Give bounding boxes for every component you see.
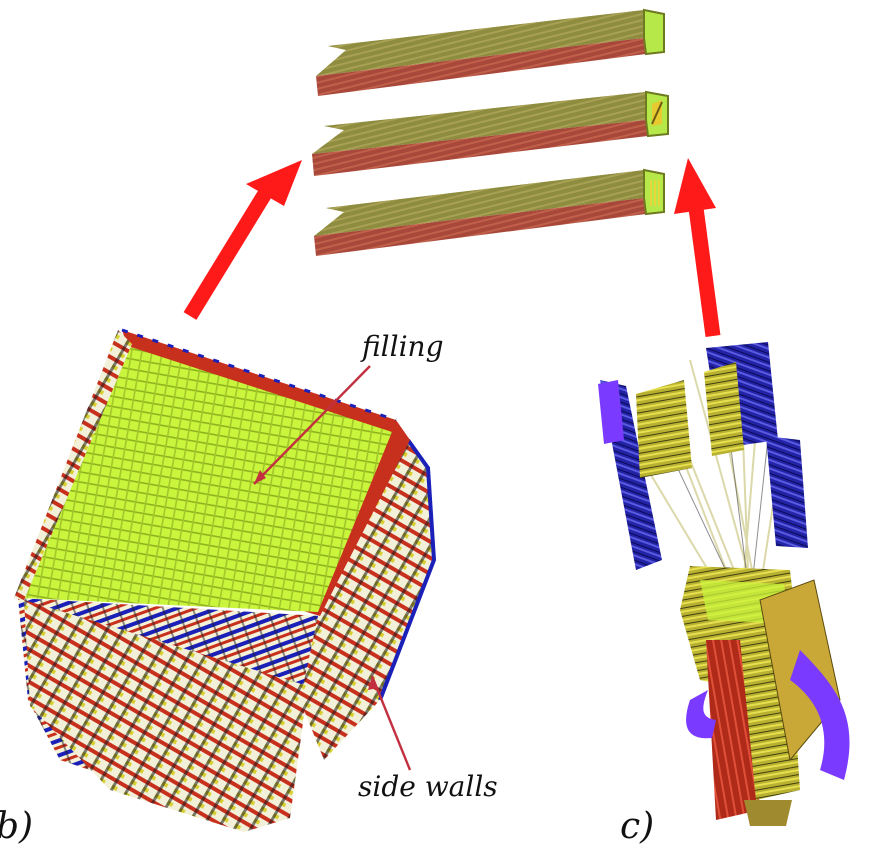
preform-left-edge [14,330,132,600]
beam-top-top-face [316,10,644,76]
preform-side-wall-blue-edge [378,438,437,701]
beam-bottom [314,168,665,256]
label-side-walls: side walls [358,770,498,803]
arrow-left [183,160,302,320]
yarn-tip [744,800,792,826]
woven-preform [14,328,437,832]
beam-top [316,8,665,96]
filling-pointer [253,365,371,485]
preform-filling [22,346,392,612]
beam-bottom-end-stripes [650,180,660,206]
yarn-bundle-yellow-mid [704,362,744,456]
yarn-purple-left [686,690,716,739]
preform-side-wall [300,440,434,760]
exploded-yarns [598,342,850,826]
beam-bottom-side-face [314,198,646,256]
yarn-purple-top [598,380,624,444]
beam-middle-side-face [312,120,648,176]
side-walls-pointer-head [368,676,378,690]
beam-middle [312,90,669,176]
beam-middle-end-diagonal [651,101,663,125]
beam-middle-top-face [312,92,646,154]
label-panel-b: b) [0,806,34,847]
arrow-right [674,158,721,337]
filling-pointer-head [254,470,266,484]
label-panel-c: c) [620,806,655,847]
label-filling: filling [362,330,444,363]
preform-top-blue-stitch [121,328,397,422]
preform-bottom-weave [24,600,308,832]
yarn-bundle-blue-right [766,436,808,548]
beam-top-side-face [316,38,646,96]
yarn-purple-right [790,650,850,780]
side-walls-pointer [370,675,412,771]
beam-top-end-face [643,8,665,56]
yarn-bundle-yellow-top [636,380,692,478]
beam-bottom-top-face [314,170,644,236]
